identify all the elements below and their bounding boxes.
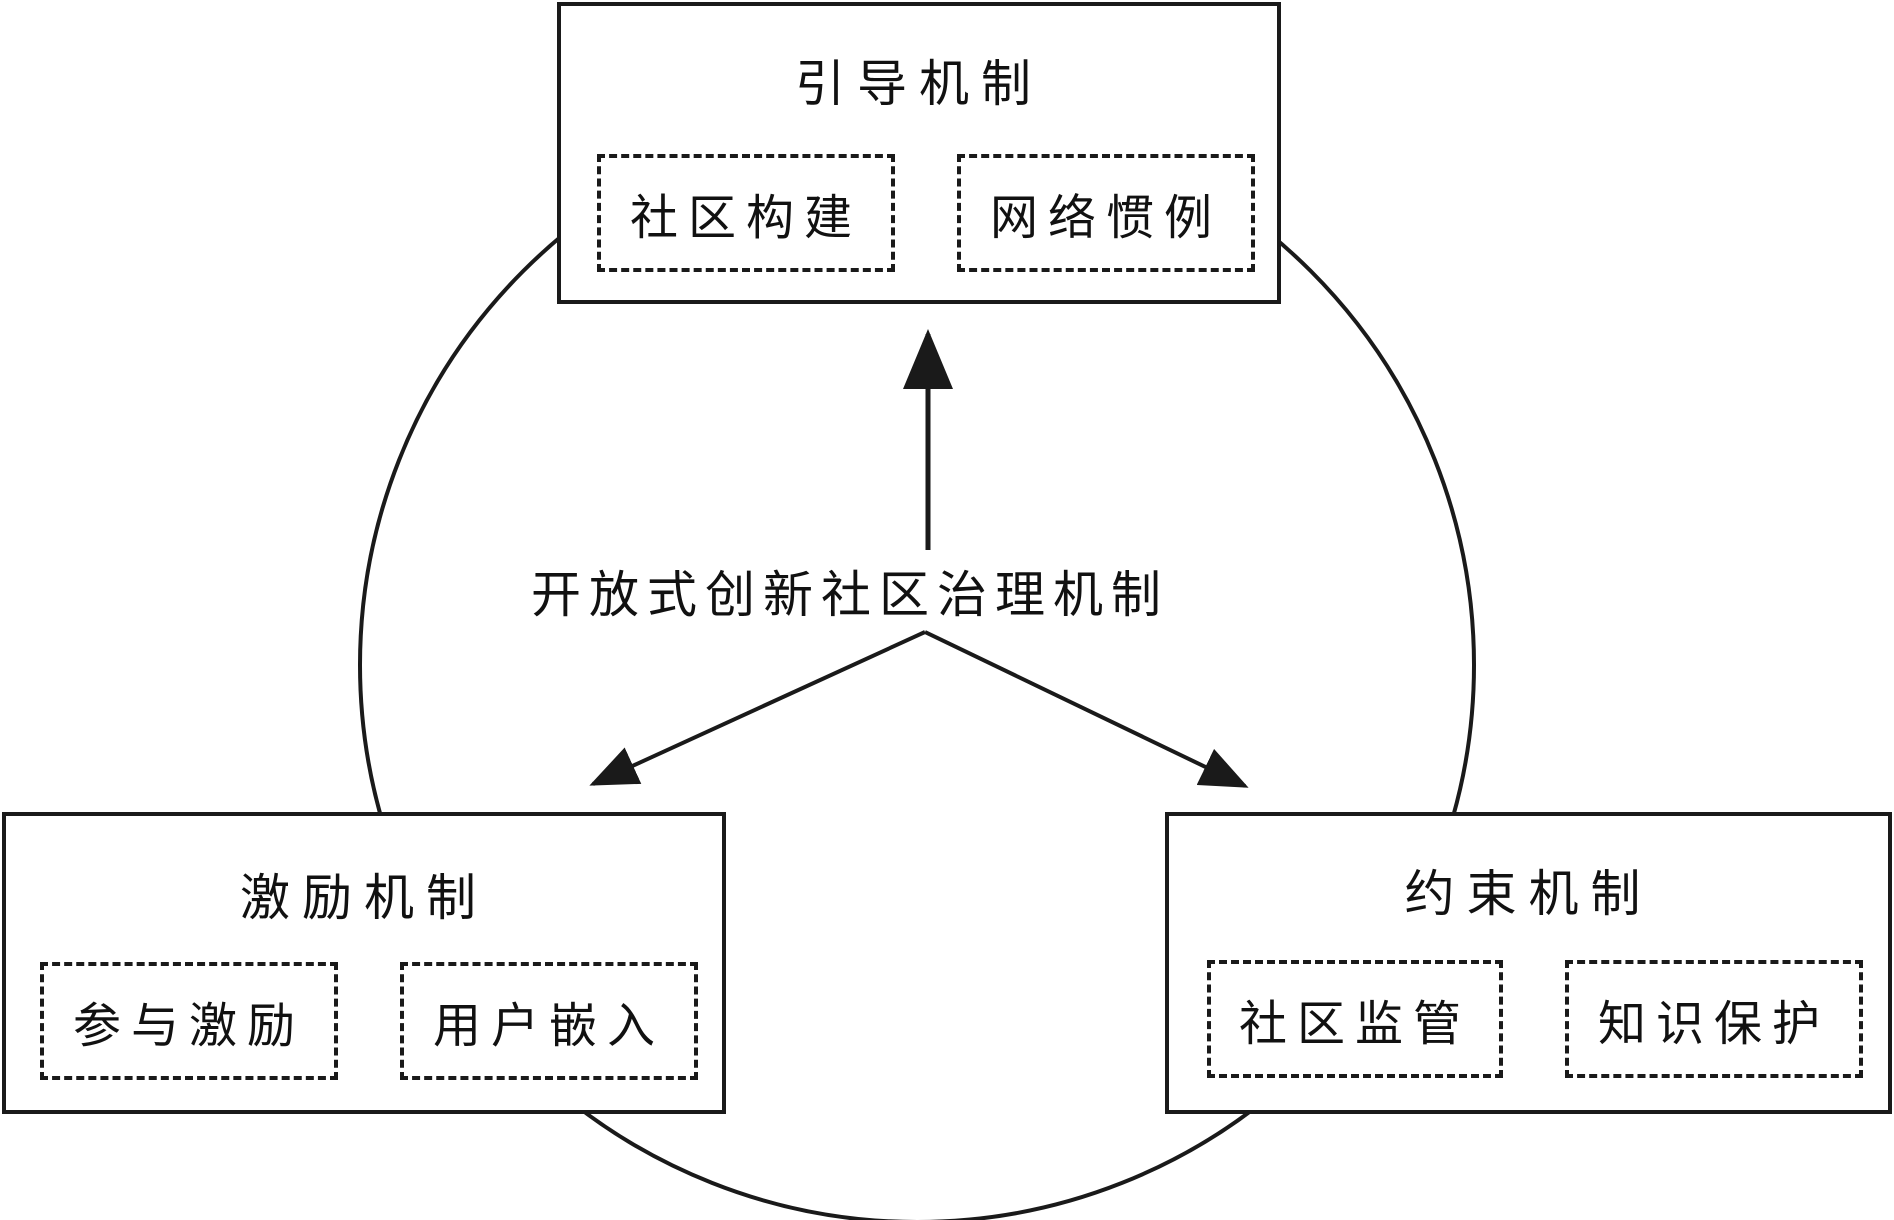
knowledge-protection-box: 知识保护 xyxy=(1565,960,1863,1078)
arrow-to-left xyxy=(589,630,926,786)
incentive-mechanism-title: 激励机制 xyxy=(240,869,488,927)
network-routine-box: 网络惯例 xyxy=(957,154,1255,272)
arrow-to-right xyxy=(924,630,1249,788)
community-supervision-box: 社区监管 xyxy=(1207,960,1503,1078)
guidance-mechanism-title: 引导机制 xyxy=(795,55,1043,113)
community-building-box: 社区构建 xyxy=(597,154,895,272)
user-embedding-box: 用户嵌入 xyxy=(400,962,698,1080)
constraint-mechanism-box: 约束机制 社区监管 知识保护 xyxy=(1165,812,1892,1114)
guidance-mechanism-box: 引导机制 社区构建 网络惯例 xyxy=(557,2,1281,304)
constraint-mechanism-title: 约束机制 xyxy=(1404,865,1653,923)
incentive-mechanism-box: 激励机制 参与激励 用户嵌入 xyxy=(2,812,726,1114)
participation-incentive-box: 参与激励 xyxy=(40,962,338,1080)
center-label: 开放式创新社区治理机制 xyxy=(470,560,1230,630)
